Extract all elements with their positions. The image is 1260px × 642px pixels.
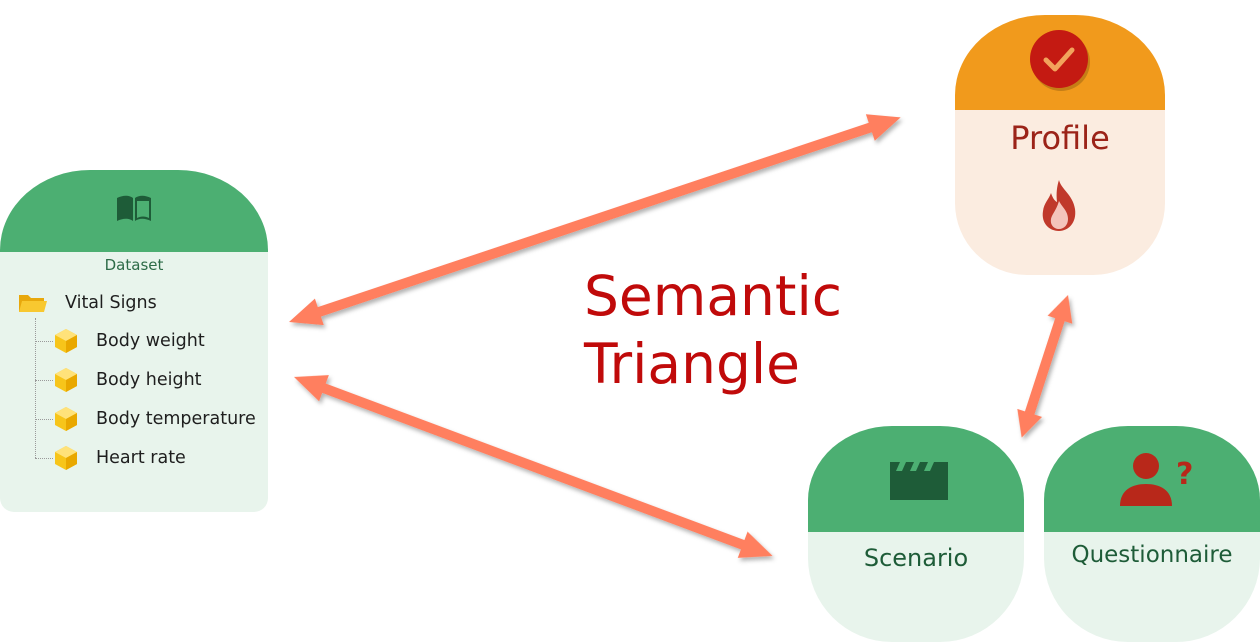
scenario-header (808, 426, 1024, 532)
open-book-icon (117, 195, 151, 221)
cube-icon (55, 407, 77, 431)
arrow-profile-scenario (1017, 295, 1073, 438)
clapperboard-icon (890, 462, 948, 500)
questionnaire-label: Questionnaire (1071, 542, 1233, 568)
check-circle-icon (1030, 30, 1090, 91)
questionnaire-card: ? Questionnaire (1044, 426, 1260, 642)
cube-icon (55, 446, 77, 470)
profile-label: Profile (1010, 119, 1110, 157)
tree-item-label: Body temperature (96, 409, 256, 429)
tree-connector (35, 318, 36, 458)
dataset-card: Dataset Vital Signs Body weight (0, 170, 268, 512)
scenario-label: Scenario (863, 544, 969, 572)
tree-branch (35, 458, 53, 459)
tree-folder-vital-signs[interactable]: Vital Signs (18, 288, 157, 318)
folder-icon (19, 295, 47, 312)
svg-text:?: ? (1176, 457, 1193, 492)
flame-icon (1042, 180, 1076, 231)
tree-branch (35, 341, 53, 342)
tree-item-label: Body height (96, 370, 202, 390)
dataset-label: Dataset (104, 256, 164, 274)
title-line-1: Semantic (584, 264, 842, 328)
questionnaire-body (1044, 532, 1260, 642)
dataset-header (0, 170, 268, 252)
questionnaire-header: ? (1044, 426, 1260, 532)
person-question-icon: ? (1120, 453, 1193, 506)
cube-icon (55, 329, 77, 353)
profile-header (955, 15, 1165, 110)
tree-branch (35, 380, 53, 381)
tree-item[interactable]: Body temperature (54, 404, 256, 434)
tree-item-label: Heart rate (96, 448, 186, 468)
tree-item-label: Body weight (96, 331, 205, 351)
arrow-dataset-profile (289, 114, 901, 326)
dataset-body (0, 252, 268, 512)
tree-item[interactable]: Body weight (54, 326, 205, 356)
folder-label: Vital Signs (65, 293, 157, 313)
profile-card: Profile (955, 15, 1165, 275)
tree-branch (35, 419, 53, 420)
title-line-2: Triangle (584, 332, 800, 396)
cube-icon (55, 368, 77, 392)
scenario-card: Scenario (808, 426, 1024, 642)
diagram-title: Semantic Triangle (584, 262, 842, 398)
scenario-body (808, 532, 1024, 642)
tree-item[interactable]: Heart rate (54, 443, 186, 473)
arrow-dataset-scenario (294, 375, 773, 558)
tree-item[interactable]: Body height (54, 365, 202, 395)
